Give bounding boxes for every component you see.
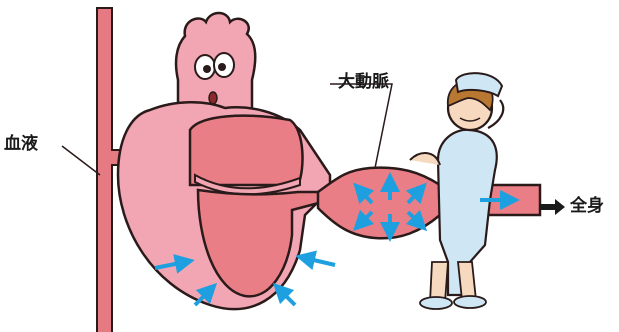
aorta-label: 大動脈 [338, 74, 389, 91]
blood-label: 血液 [4, 136, 38, 153]
pressure-arrow-icon [280, 290, 295, 305]
pressure-arrow-icon [305, 258, 335, 265]
blood-leader-line [62, 146, 100, 175]
whole-body-label: 全身 [570, 198, 604, 215]
heart-body-icon [118, 102, 330, 309]
black-arrow-icon [537, 197, 567, 217]
